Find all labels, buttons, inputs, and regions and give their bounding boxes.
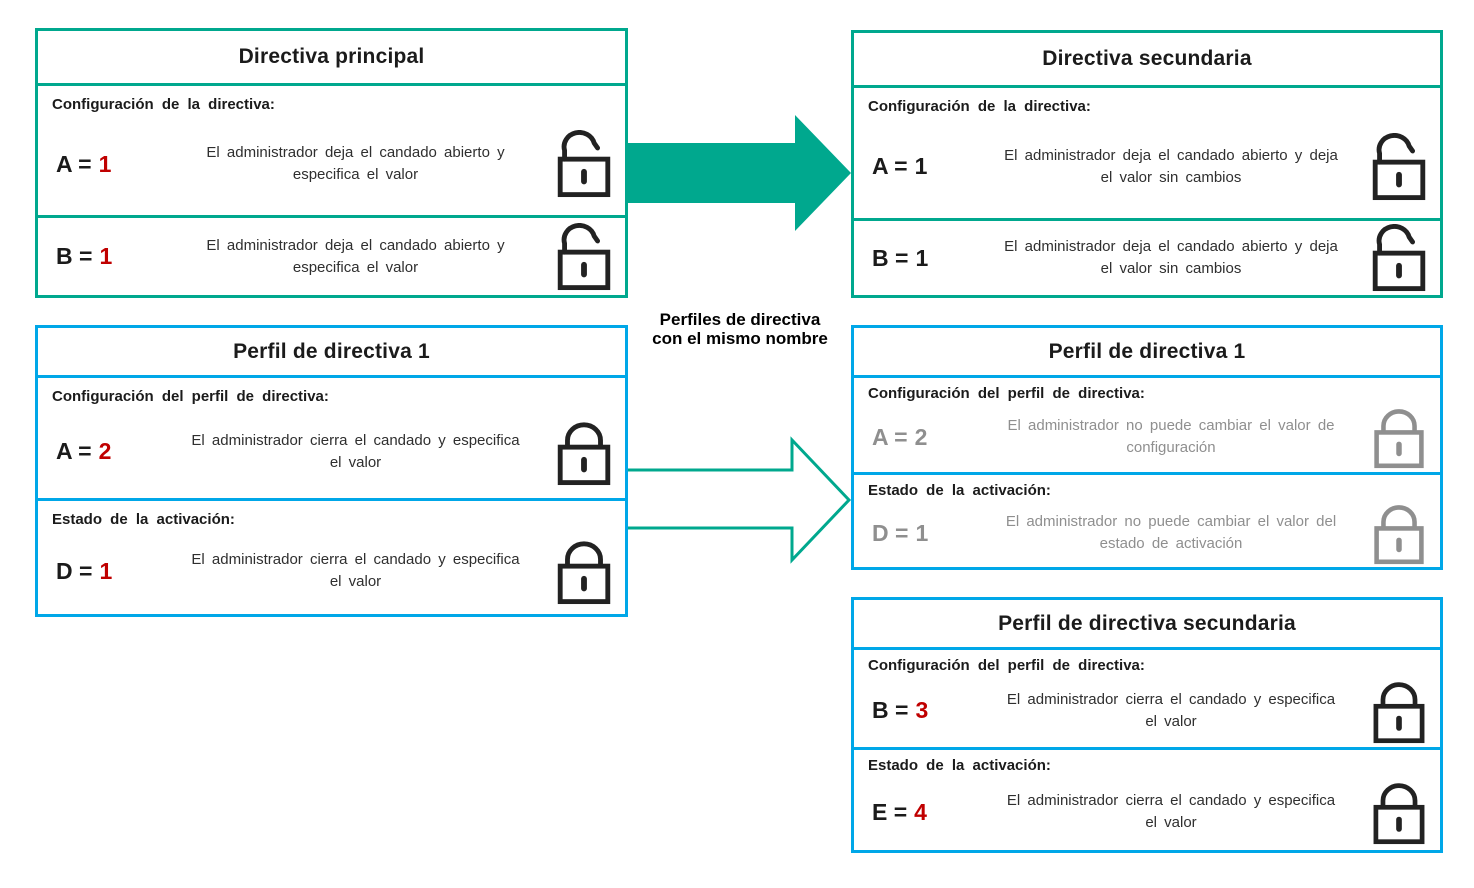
- setting-value: 1: [915, 519, 929, 546]
- setting-value: 1: [99, 557, 113, 584]
- setting-name: B =: [872, 697, 909, 723]
- open-padlock-icon: [555, 130, 613, 198]
- section-setting-e: Estado de la activación: E = 4 El admini…: [854, 750, 1440, 850]
- section-setting-b: Configuración del perfil de directiva: B…: [854, 650, 1440, 750]
- setting-row: A = 1 El administrador deja el candado a…: [854, 115, 1440, 218]
- section-header: Configuración de la directiva:: [52, 96, 275, 113]
- setting-description: El administrador cierra el candado y esp…: [191, 431, 520, 471]
- setting-description: El administrador cierra el candado y esp…: [191, 551, 520, 590]
- setting-description: El administrador no puede cambiar el val…: [1007, 417, 1335, 457]
- section-setting-a: Configuración de la directiva: A = 1 El …: [38, 86, 625, 218]
- setting-value: 1: [98, 150, 112, 177]
- setting-row: B = 1 El administrador deja el candado a…: [854, 221, 1440, 295]
- setting-label: A = 2: [56, 438, 156, 465]
- closed-padlock-icon: [555, 418, 613, 486]
- setting-row: B = 3 El administrador cierra el candado…: [854, 674, 1440, 747]
- box-title-directiva-principal: Directiva principal: [38, 31, 625, 86]
- setting-row: D = 1 El administrador cierra el candado…: [38, 528, 625, 614]
- setting-value: 4: [914, 798, 927, 825]
- section-header: Configuración de la directiva:: [868, 98, 1091, 115]
- box-directiva-principal: Directiva principal Configuración de la …: [35, 28, 628, 298]
- setting-value: 2: [914, 423, 928, 450]
- section-header: Configuración del perfil de directiva:: [868, 657, 1145, 674]
- section-setting-d: Estado de la activación: D = 1 El admini…: [854, 475, 1440, 567]
- section-header: Configuración del perfil de directiva:: [868, 385, 1145, 402]
- setting-row: A = 1 El administrador deja el candado a…: [38, 113, 625, 215]
- setting-description: El administrador deja el candado abierto…: [1004, 146, 1338, 186]
- closed-padlock-icon: [555, 537, 613, 605]
- section-setting-a: Configuración de la directiva: A = 1 El …: [854, 88, 1440, 221]
- setting-label: B = 1: [872, 245, 972, 272]
- section-header: Estado de la activación:: [52, 511, 235, 528]
- section-header: Configuración del perfil de directiva:: [52, 388, 329, 405]
- setting-label: B = 1: [56, 243, 156, 270]
- setting-name: A =: [56, 150, 92, 177]
- setting-description: El administrador cierra el candado y esp…: [1006, 690, 1336, 730]
- box-perfil-directiva-1-heredado: Perfil de directiva 1 Configuración del …: [851, 325, 1443, 570]
- setting-row: D = 1 El administrador no puede cambiar …: [854, 499, 1440, 567]
- section-setting-d: Estado de la activación: D = 1 El admini…: [38, 501, 625, 614]
- open-padlock-icon: [1370, 224, 1428, 292]
- setting-label: A = 2: [872, 424, 972, 451]
- setting-label: E = 4: [872, 799, 972, 826]
- setting-row: B = 1 El administrador deja el candado a…: [38, 218, 625, 295]
- setting-name: D =: [56, 557, 93, 584]
- setting-value: 3: [915, 697, 929, 723]
- box-perfil-directiva-secundaria: Perfil de directiva secundaria Configura…: [851, 597, 1443, 853]
- closed-padlock-icon: [1370, 501, 1428, 565]
- setting-value: 1: [915, 244, 929, 271]
- setting-name: B =: [872, 244, 909, 271]
- section-setting-a: Configuración del perfil de directiva: A…: [854, 378, 1440, 476]
- box-title-perfil-1-heredado: Perfil de directiva 1: [854, 328, 1440, 378]
- setting-label: A = 1: [56, 151, 156, 178]
- section-setting-a: Configuración del perfil de directiva: A…: [38, 378, 625, 501]
- section-header: Estado de la activación:: [868, 482, 1051, 500]
- closed-padlock-icon: [1370, 779, 1428, 845]
- setting-value: 1: [914, 153, 928, 179]
- open-padlock-icon: [555, 222, 613, 291]
- connector-label-line2: con el mismo nombre: [652, 329, 828, 349]
- setting-description: El administrador deja el candado abierto…: [206, 144, 505, 183]
- setting-name: B =: [56, 243, 93, 269]
- closed-padlock-icon: [1370, 678, 1428, 744]
- setting-description: El administrador no puede cambiar el val…: [1005, 513, 1337, 553]
- closed-padlock-icon: [1370, 405, 1428, 469]
- setting-name: A =: [872, 153, 908, 179]
- box-title-perfil-1: Perfil de directiva 1: [38, 328, 625, 378]
- setting-description: El administrador deja el candado abierto…: [206, 236, 505, 276]
- setting-description: El administrador cierra el candado y esp…: [1006, 792, 1336, 831]
- setting-name: A =: [56, 438, 92, 464]
- setting-name: A =: [872, 423, 908, 450]
- setting-row: E = 4 El administrador cierra el candado…: [854, 774, 1440, 850]
- box-perfil-directiva-1-origen: Perfil de directiva 1 Configuración del …: [35, 325, 628, 617]
- setting-row: A = 2 El administrador no puede cambiar …: [854, 402, 1440, 472]
- solid-arrow-icon: [628, 115, 851, 231]
- box-directiva-secundaria: Directiva secundaria Configuración de la…: [851, 30, 1443, 298]
- setting-description: El administrador deja el candado abierto…: [1004, 238, 1338, 277]
- setting-value: 2: [98, 438, 112, 464]
- box-title-perfil-secundaria: Perfil de directiva secundaria: [854, 600, 1440, 650]
- setting-label: D = 1: [56, 558, 156, 585]
- connector-label-line1: Perfiles de directiva: [659, 310, 821, 329]
- setting-name: D =: [872, 519, 909, 546]
- setting-row: A = 2 El administrador cierra el candado…: [38, 405, 625, 498]
- section-setting-b: B = 1 El administrador deja el candado a…: [38, 218, 625, 295]
- setting-name: E =: [872, 798, 908, 825]
- connector-label: Perfiles de directiva con el mismo nombr…: [638, 310, 842, 348]
- setting-value: 1: [99, 243, 113, 269]
- box-title-directiva-secundaria: Directiva secundaria: [854, 33, 1440, 88]
- setting-label: D = 1: [872, 520, 972, 547]
- section-setting-b: B = 1 El administrador deja el candado a…: [854, 221, 1440, 295]
- outline-arrow-icon: [628, 436, 852, 564]
- setting-label: A = 1: [872, 153, 972, 180]
- setting-label: B = 3: [872, 697, 972, 724]
- open-padlock-icon: [1370, 132, 1428, 201]
- section-header: Estado de la activación:: [868, 757, 1051, 774]
